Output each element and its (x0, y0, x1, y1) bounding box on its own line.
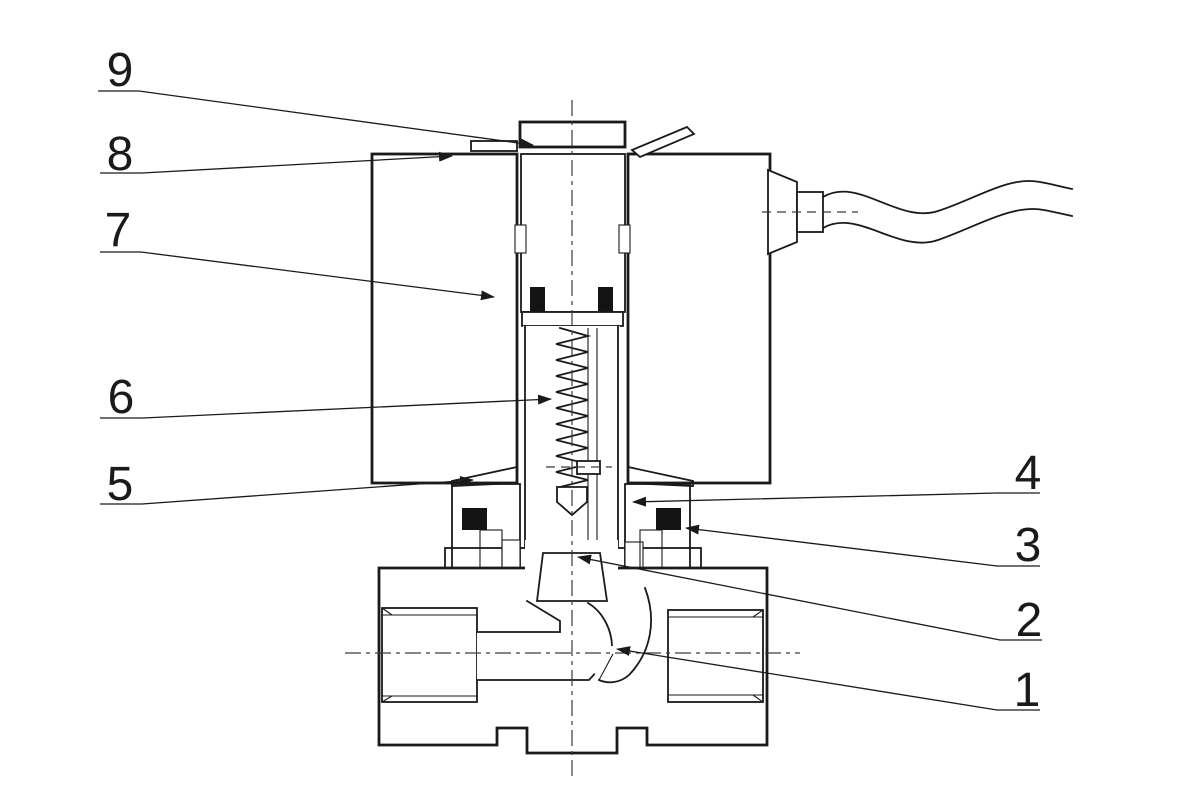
leader-line-4 (632, 492, 1040, 507)
coil-winding-right (626, 152, 772, 485)
callout-label-4: 4 (1015, 447, 1042, 500)
o-ring-left (462, 508, 487, 530)
body-block (377, 566, 769, 755)
cable-group (762, 168, 1074, 256)
leader-line-3 (685, 524, 1040, 567)
bonnet-step-left (501, 539, 521, 569)
shading-ring-right (598, 287, 613, 312)
seal-disc (535, 552, 609, 602)
tube-slot-right (618, 224, 631, 254)
tube-slot-left (514, 224, 527, 254)
outlet-wall-outer (597, 586, 652, 684)
callout-label-3: 3 (1015, 519, 1042, 572)
leader-line-6 (100, 394, 552, 419)
flange-washer-right (627, 465, 694, 487)
callout-label-5: 5 (107, 458, 134, 511)
leader-line-8 (100, 151, 453, 174)
cable-wire-bottom (821, 208, 1074, 244)
leader-line-2 (577, 554, 1042, 641)
cable-wire-top (821, 180, 1074, 215)
callout-label-7: 7 (105, 204, 132, 257)
seat-wall-inner (586, 601, 613, 646)
magnetic-core-assembly (514, 153, 631, 327)
callout-numbers: 9 8 7 6 5 4 3 2 1 (105, 44, 1043, 717)
shading-ring-left (530, 287, 545, 312)
nameplate-tab (630, 125, 696, 159)
valve-body (377, 540, 769, 755)
outlet-port (667, 609, 764, 703)
coil-winding-left (370, 152, 519, 485)
seat-wall-left (525, 599, 561, 633)
nameplate-washer (470, 140, 518, 152)
guide-tube-walls (524, 325, 619, 559)
callout-label-6: 6 (108, 371, 135, 424)
leader-line-9 (98, 90, 534, 149)
top-cap-group (470, 120, 696, 159)
centerlines (345, 100, 800, 778)
callout-label-8: 8 (107, 128, 134, 181)
outlet-mouth (598, 653, 614, 681)
callout-label-1: 1 (1014, 664, 1041, 717)
leader-line-1 (616, 646, 1040, 711)
cable-bushing (796, 191, 824, 233)
callout-label-2: 2 (1016, 594, 1043, 647)
leader-line-7 (100, 251, 495, 301)
push-rod (587, 328, 598, 548)
leader-line-5 (100, 475, 474, 505)
inlet-port (381, 607, 478, 703)
outlet-passage (558, 588, 656, 682)
callout-label-9: 9 (107, 44, 134, 97)
callout-leaders (98, 90, 1042, 711)
o-ring-right (656, 508, 681, 530)
